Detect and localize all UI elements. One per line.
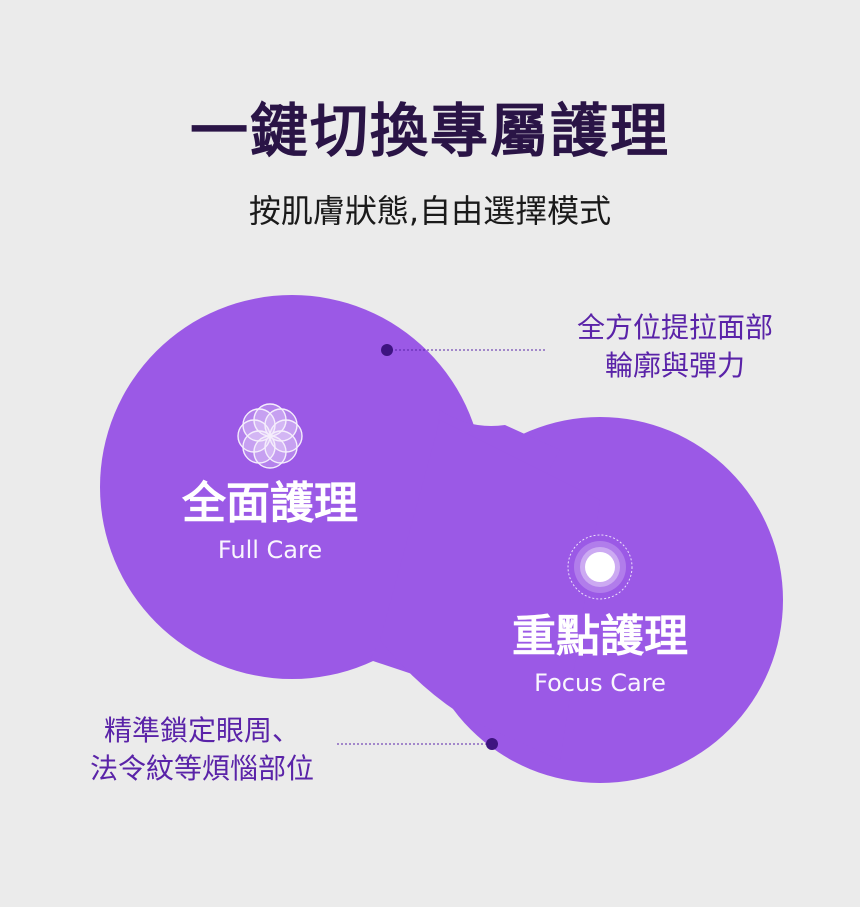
mode-focus-care: 重點護理 Focus Care — [490, 611, 710, 698]
callout-full-care-line1: 全方位提拉面部 — [576, 311, 773, 344]
mode-full-care-subtitle: Full Care — [217, 536, 323, 565]
page-title: 一鍵切換專屬護理 — [189, 97, 670, 165]
callout-dot-focus — [486, 738, 498, 750]
mode-focus-care-subtitle: Focus Care — [534, 669, 666, 698]
callout-focus-care-line2: 法令紋等煩惱部位 — [89, 751, 314, 785]
flower-icon — [237, 403, 303, 469]
mode-full-care-title: 全面護理 — [182, 478, 358, 529]
page-subtitle: 按肌膚狀態,自由選擇模式 — [248, 192, 612, 230]
callout-full-care-line2: 輪廓與彈力 — [604, 348, 745, 382]
callout-focus-care: 精準鎖定眼周、 法令紋等煩惱部位 — [62, 712, 342, 788]
target-ring-icon — [567, 534, 633, 600]
callout-full-care: 全方位提拉面部 輪廓與彈力 — [550, 309, 800, 385]
mode-full-care: 全面護理 Full Care — [170, 478, 370, 565]
mode-focus-care-title: 重點護理 — [512, 611, 688, 662]
callout-focus-care-line1: 精準鎖定眼周、 — [103, 714, 300, 747]
callout-dot-full — [381, 344, 393, 356]
blob-shape — [100, 295, 783, 783]
